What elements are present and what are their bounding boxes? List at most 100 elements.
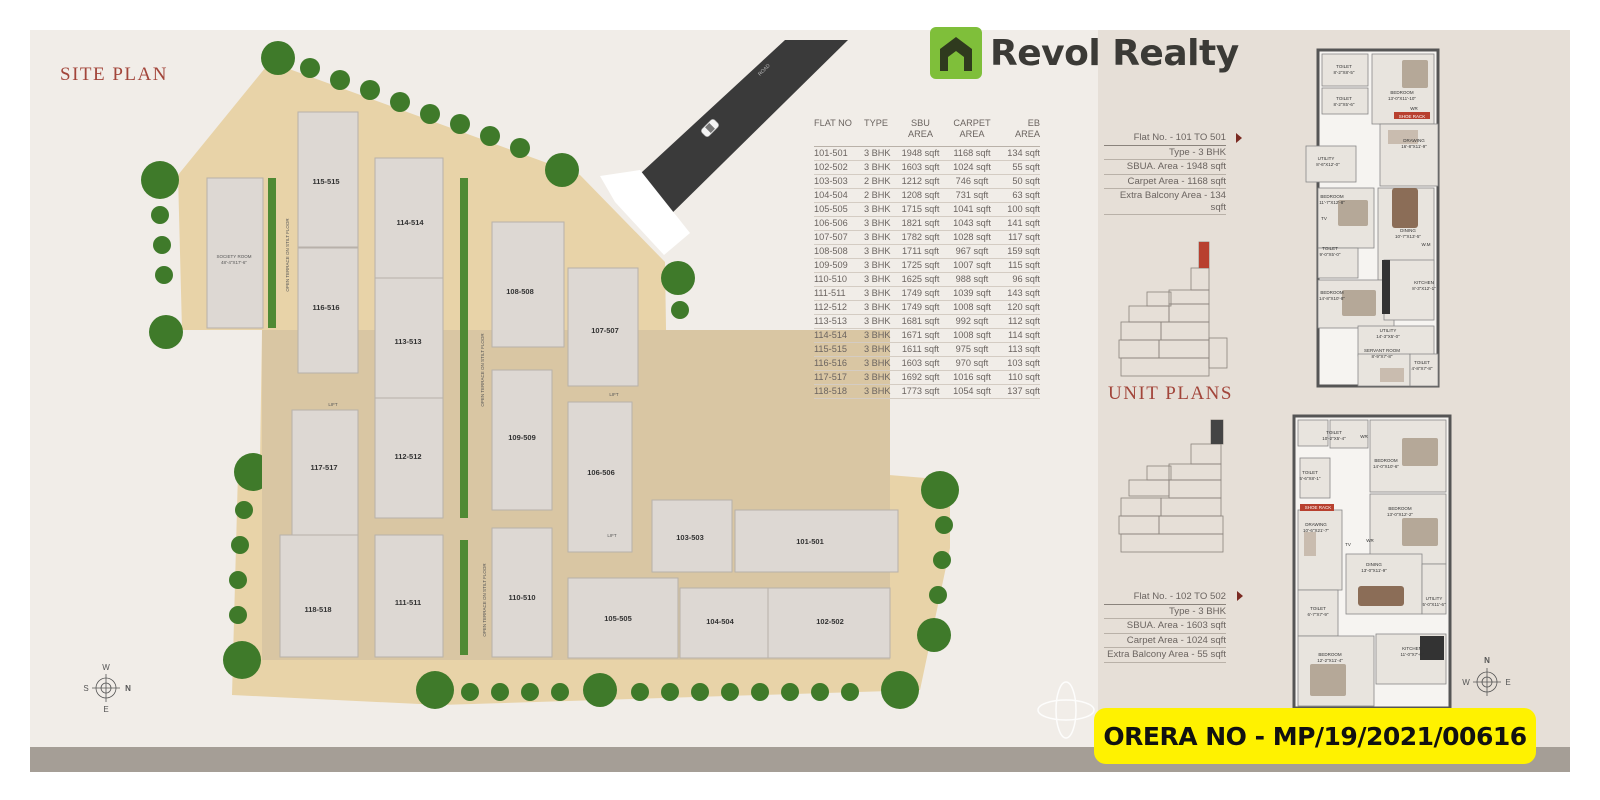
lift-label-2: LIFT: [609, 392, 619, 397]
unit-label-107-507: 107-507: [591, 326, 619, 335]
cell-carpet-area: 1024 sqft: [944, 160, 1000, 175]
a-bedroom3-size: 14'-8"X10'-8": [1319, 296, 1345, 301]
a-tv: TV: [1321, 216, 1327, 221]
plan-a-type: Type - 3 BHK: [1104, 146, 1226, 160]
key-plan-a: [1118, 241, 1228, 377]
a-wr: WR: [1410, 106, 1418, 111]
key-plan-b-highlight: [1211, 420, 1223, 444]
cell-eb-area: 110 sqft: [1000, 370, 1040, 385]
cell-eb-area: 113 sqft: [1000, 342, 1040, 357]
cell-sbu-area: 1625 sqft: [897, 272, 944, 287]
b-wr2: WR: [1366, 538, 1374, 543]
a-bedroom1-size: 13'-0"X11'-10": [1388, 96, 1416, 101]
a-servant-size: 8'-9"X7'-8": [1372, 354, 1393, 359]
cell-carpet-area: 1041 sqft: [944, 202, 1000, 217]
road-entry: [600, 170, 690, 255]
cell-type: 3 BHK: [864, 160, 897, 175]
th-carpet-line1: CARPET: [953, 118, 991, 128]
a-toilet4-size: 4'-8"X7'-8": [1412, 366, 1433, 371]
plan-b-type: Type - 3 BHK: [1104, 605, 1226, 619]
cell-flat-no: 107-507: [814, 230, 864, 245]
society-room-label: SOCIETY ROOM: [217, 254, 252, 259]
b-drawing: DRAWING: [1305, 522, 1327, 527]
a-utility1: UTILITY: [1318, 156, 1335, 161]
furniture-b: [1304, 438, 1444, 696]
b-dining-size: 13'-0"X11'-9": [1361, 568, 1387, 573]
cell-carpet-area: 988 sqft: [944, 272, 1000, 287]
cell-flat-no: 114-514: [814, 328, 864, 343]
plan-a-arrow-icon: [1236, 133, 1242, 143]
plan-b-arrow-icon: [1237, 591, 1243, 601]
th-eb-line1: EB: [1027, 118, 1040, 128]
cell-carpet-area: 1008 sqft: [944, 300, 1000, 315]
b-toilet1: TOILET: [1326, 430, 1342, 435]
cell-type: 3 BHK: [864, 356, 897, 371]
cell-sbu-area: 1715 sqft: [897, 202, 944, 217]
green-strips: [268, 178, 468, 655]
plan-b-flat-no: Flat No. - 102 TO 502: [1104, 590, 1226, 605]
plan-a-balcony: Extra Balcony Area - 134 sqft: [1104, 189, 1226, 215]
compass-right-n: N: [1484, 656, 1490, 665]
cell-eb-area: 63 sqft: [1000, 188, 1040, 203]
cell-flat-no: 101-501: [814, 146, 864, 161]
terrace-label-1: OPEN TERRACE ON STILT FLOOR: [285, 218, 290, 292]
b-tv: TV: [1345, 542, 1351, 547]
a-toilet3-size: 9'-0"X5'-0": [1320, 252, 1341, 257]
a-kitchen-size: 8'-3"X12'-1": [1412, 286, 1436, 291]
b-toilet3-size: 6'-7"X7'-9": [1308, 612, 1329, 617]
cell-carpet-area: 975 sqft: [944, 342, 1000, 357]
cell-type: 3 BHK: [864, 300, 897, 315]
a-utility2-size: 14'-3"X5'-0": [1376, 334, 1400, 339]
plan-b-balcony: Extra Balcony Area - 55 sqft: [1104, 648, 1226, 663]
cell-flat-no: 115-515: [814, 342, 864, 357]
b-toilet2-size: 5'-6"X8'-1": [1300, 476, 1321, 481]
th-flat-no: FLAT NO: [814, 118, 864, 147]
cell-type: 3 BHK: [864, 342, 897, 357]
b-bedroom2: BEDROOM: [1388, 506, 1412, 511]
a-toilet2: TOILET: [1336, 96, 1352, 101]
th-sbu-line2: AREA: [907, 129, 934, 139]
rera-number-badge: ORERA NO - MP/19/2021/00616: [1094, 708, 1536, 764]
hedge-right: [917, 471, 959, 652]
unit-label-102-502: 102-502: [816, 617, 844, 626]
floor-plan-a: TOILET 8'-2"X8'-5" BEDROOM 13'-0"X11'-10…: [1305, 48, 1440, 388]
th-eb-line2: AREA: [1014, 129, 1040, 139]
cell-type: 3 BHK: [864, 244, 897, 259]
cell-flat-no: 102-502: [814, 160, 864, 175]
hedge-top: [261, 41, 579, 187]
brand-name: Revol Realty: [990, 32, 1239, 74]
cell-eb-area: 137 sqft: [1000, 384, 1040, 399]
floor-plan-b: TOILET 10'-2"X5'-4" WR BEDROOM 14'-0"X10…: [1292, 414, 1452, 710]
plan-a-info: Flat No. - 101 TO 501 Type - 3 BHK SBUA.…: [1104, 131, 1226, 215]
cell-flat-no: 104-504: [814, 188, 864, 203]
cell-flat-no: 112-512: [814, 300, 864, 315]
cell-flat-no: 103-503: [814, 174, 864, 189]
unit-label-117-517: 117-517: [310, 463, 337, 472]
cell-carpet-area: 1016 sqft: [944, 370, 1000, 385]
cell-carpet-area: 1043 sqft: [944, 216, 1000, 231]
cell-eb-area: 141 sqft: [1000, 216, 1040, 231]
cell-sbu-area: 1749 sqft: [897, 300, 944, 315]
compass-s: S: [83, 684, 88, 693]
cell-type: 3 BHK: [864, 258, 897, 273]
b-bedroom1-size: 14'-0"X10'-6": [1373, 464, 1399, 469]
revol-logo-icon: [930, 27, 982, 79]
car-icon: [701, 119, 719, 137]
cell-carpet-area: 1007 sqft: [944, 258, 1000, 273]
b-bedroom3-size: 12'-2"X11'-4": [1317, 658, 1343, 663]
cell-eb-area: 159 sqft: [1000, 244, 1040, 259]
b-kitchen: KITCHEN: [1402, 646, 1422, 651]
unit-plans-title: UNIT PLANS: [1108, 383, 1233, 404]
unit-label-118-518: 118-518: [304, 605, 331, 614]
cell-sbu-area: 1681 sqft: [897, 314, 944, 329]
cell-flat-no: 110-510: [814, 272, 864, 287]
